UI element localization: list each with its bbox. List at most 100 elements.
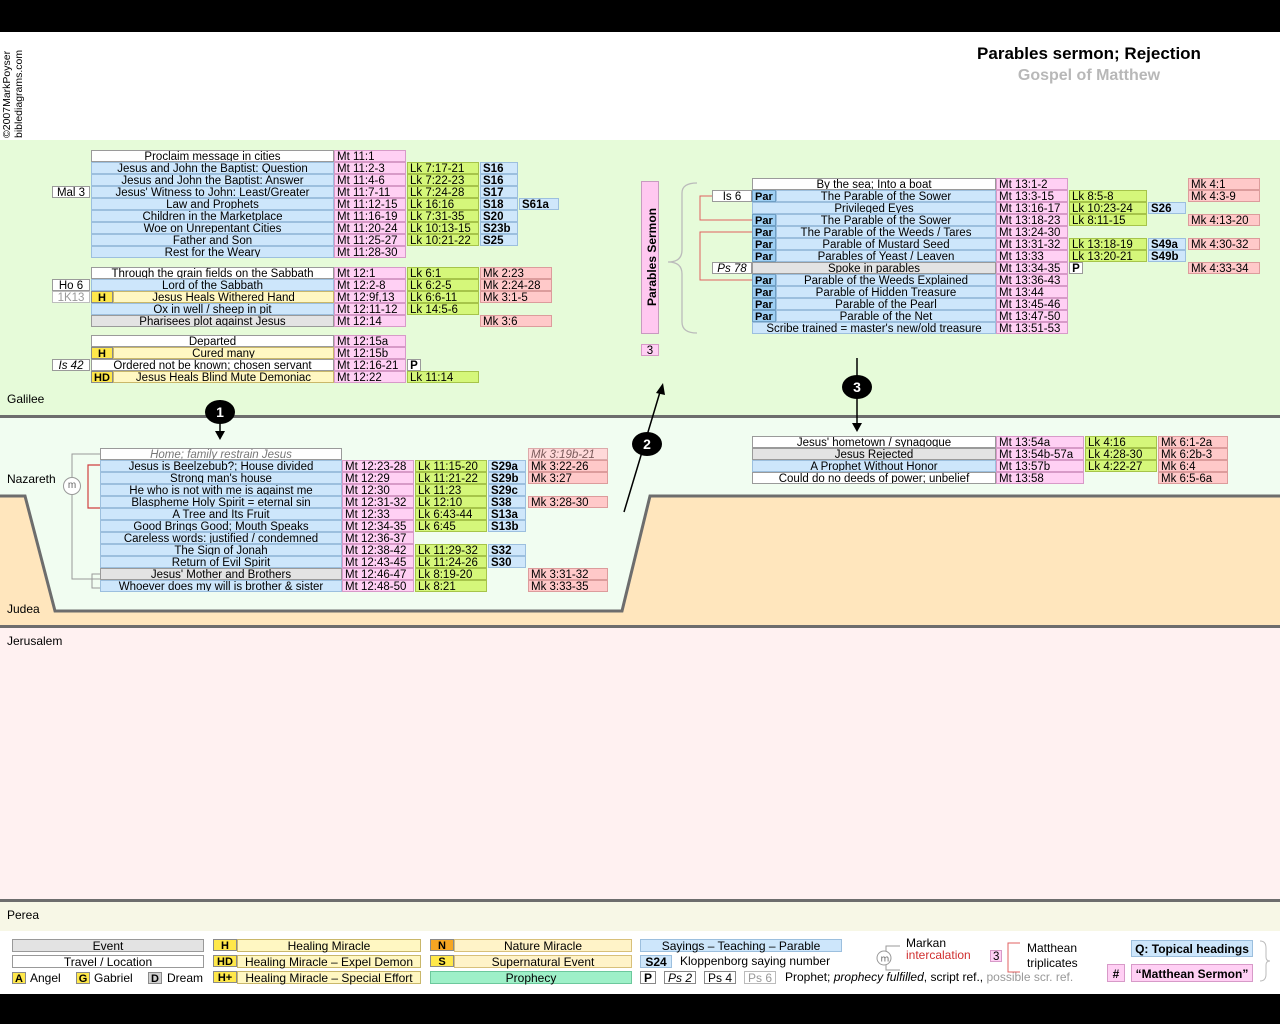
legend-prophet-d: possible scr. ref. [986,970,1074,984]
matthew-ref: Mt 12:46-47 [342,568,414,580]
matthew-ref: Mt 12:9f,13 [334,291,406,303]
luke-ref: Lk 14:5-6 [407,303,479,315]
luke-ref: Lk 7:22-23 [407,174,479,186]
matthew-ref: Mt 12:36-37 [342,532,414,544]
legend-ps4: Ps 4 [704,971,736,985]
matthew-ref: Mt 13:44 [996,286,1068,298]
mark-ref: Mk 3:27 [528,472,608,484]
mark-ref: Mk 3:22-26 [528,460,608,472]
legend-angel: Angel [30,971,61,985]
matthew-ref: Mt 12:34-35 [342,520,414,532]
event-row: Ox in well / sheep in pit [91,303,334,315]
prophet-tag: P [407,359,421,371]
parable-tag: Par [752,286,776,299]
legend-n-key: N [430,939,454,952]
legend-triplicate-b: triplicates [1027,956,1078,970]
mark-ref: Mk 3:1-5 [480,291,552,303]
matthew-ref: Mt 13:1-2 [996,178,1068,190]
jerusalem-region [0,628,1280,899]
luke-ref: Lk 4:22-27 [1085,460,1157,472]
event-row: Children in the Marketplace [91,210,334,222]
event-row: A Tree and Its Fruit [100,508,342,520]
event-row: Law and Prophets [91,198,334,210]
matthew-ref: Mt 12:16-21 [334,359,406,371]
saying-number: S18 [480,198,518,210]
mark-ref: Mk 6:5-6a [1158,472,1228,484]
luke-ref: Lk 10:23-24 [1069,202,1147,214]
matthew-ref: Mt 11:28-30 [334,246,406,258]
event-row: Jesus Heals Blind Mute Demoniac [113,371,334,383]
region-label-jerusalem: Jerusalem [7,634,63,648]
region-label-galilee: Galilee [7,392,45,406]
parable-tag: Par [752,274,776,287]
legend-triplicate-key: 3 [990,950,1002,962]
legend-n: Nature Miracle [454,939,632,953]
saying-number: S49a [1148,238,1186,250]
mark-ref: Mk 3:6 [480,315,552,327]
luke-ref: Lk 11:24-26 [415,556,487,568]
legend-matthean: “Matthean Sermon” [1131,964,1253,982]
event-row: Jesus and John the Baptist: Question [91,162,334,174]
matthew-ref: Mt 12:11-12 [334,303,406,315]
parable-tag: Par [752,250,776,263]
perea-region [0,902,1280,931]
legend-p-key: P [640,971,656,985]
matthew-ref: Mt 13:16-17 [996,202,1068,214]
mark-ref: Mk 3:19b-21 [528,448,608,460]
legend-hplus-key: H+ [213,971,237,984]
luke-ref: Lk 12:10 [415,496,487,508]
matthew-ref: Mt 12:14 [334,315,406,327]
marker-3: 3 [842,375,872,399]
event-row: The Parable of the Weeds / Tares [776,226,996,238]
matthew-ref: Mt 13:45-46 [996,298,1068,310]
matthew-ref: Mt 12:43-45 [342,556,414,568]
luke-ref: Lk 8:19-20 [415,568,487,580]
event-row: Lord of the Sabbath [91,279,334,291]
event-row: Departed [91,335,334,347]
mark-ref: Mk 3:33-35 [528,580,608,592]
luke-ref: Lk 10:13-15 [407,222,479,234]
parable-tag: Par [752,238,776,251]
legend-gabriel: Gabriel [94,971,133,985]
legend-prophecy: Prophecy [430,971,632,985]
event-row: Whoever does my will is brother & sister [100,580,342,592]
legend-triplicate-a: Matthean [1027,941,1078,955]
event-row: Jesus' Mother and Brothers [100,568,342,580]
mark-ref: Mk 2:23 [480,267,552,279]
event-row: Ordered not be known; chosen servant [91,359,334,371]
scripture-ref: Ho 6 [52,279,90,291]
luke-ref: Lk 6:6-11 [407,291,479,303]
legend-s24-key: S24 [640,955,672,969]
matthew-ref: Mt 11:20-24 [334,222,406,234]
event-row: Parable of the Pearl [776,298,996,310]
legend-triplicate-icon [1007,942,1020,973]
parable-tag: Par [752,310,776,323]
scripture-ref: Is 42 [52,359,90,371]
matthew-ref: Mt 12:23-28 [342,460,414,472]
event-row: By the sea; Into a boat [752,178,996,190]
saying-number: S61a [519,198,559,210]
matthew-ref: Mt 13:58 [996,472,1084,484]
saying-number: S29c [488,484,526,496]
saying-number: S30 [488,556,526,568]
luke-ref: Lk 8:11-15 [1069,214,1147,226]
mark-ref: Mk 4:13-20 [1188,214,1260,226]
parable-tag: Par [752,190,776,203]
saying-number: S26 [1148,202,1186,214]
event-row: Father and Son [91,234,334,246]
legend-gabriel-key: G [76,972,90,985]
luke-ref: Lk 4:28-30 [1085,448,1157,460]
legend-h-key: H [213,939,237,952]
divider [0,899,1280,902]
saying-number: S25 [480,234,518,246]
event-row: Parable of Mustard Seed [776,238,996,250]
matthew-ref: Mt 11:1 [334,150,406,162]
page-title: Parables sermon; Rejection [977,44,1201,63]
markan-marker: m [63,477,81,495]
matthew-ref: Mt 11:4-6 [334,174,406,186]
matthew-ref: Mt 13:33 [996,250,1068,262]
luke-ref: Lk 16:16 [407,198,479,210]
saying-number: S49b [1148,250,1186,262]
event-row: A Prophet Without Honor [752,460,996,472]
event-row: The Sign of Jonah [100,544,342,556]
